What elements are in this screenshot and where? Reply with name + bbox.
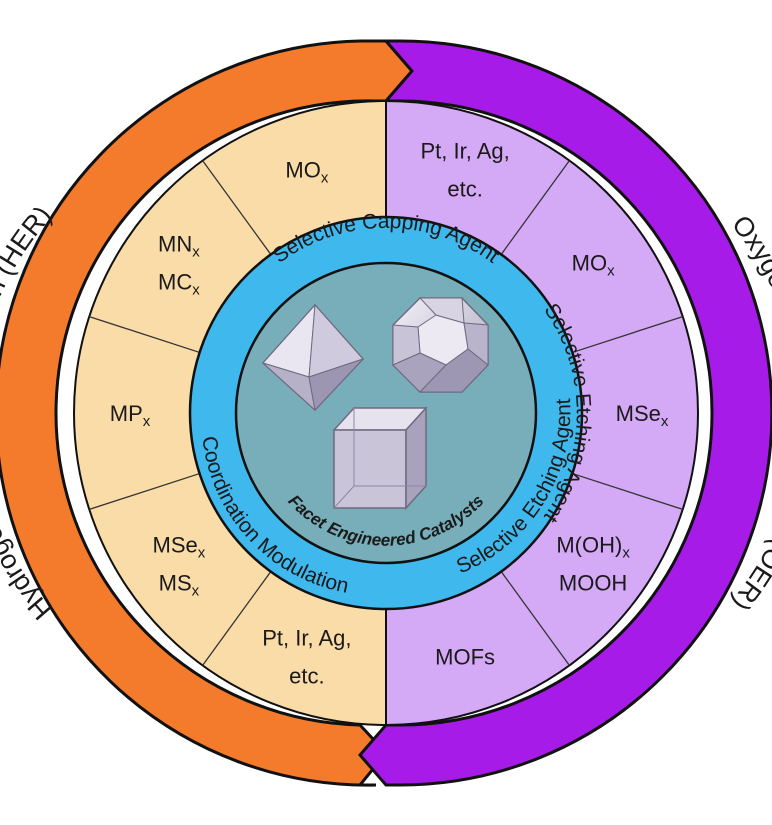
- her-segment-label: MSex: [153, 532, 206, 561]
- oer-segment-label: MOOH: [559, 570, 627, 595]
- segment-divider: [500, 571, 570, 666]
- oer-segment-label: MSex: [616, 401, 669, 430]
- segment-divider: [572, 315, 683, 354]
- her-segment-label: MNx: [158, 232, 200, 261]
- oer-segment-label: Pt, Ir, Ag,: [420, 139, 509, 164]
- her-segment-label: MSx: [159, 570, 200, 599]
- her-segment-label: MOx: [285, 158, 328, 187]
- segment-divider: [572, 472, 683, 511]
- oer-arrow-band: [358, 39, 772, 787]
- her-segment-label: Pt, Ir, Ag,: [262, 625, 351, 650]
- segment-dividers: [89, 160, 683, 666]
- cube-icon: [332, 406, 428, 510]
- oer-segment-label: MOFs: [435, 644, 495, 669]
- oer-segment-label: M(OH)x: [556, 532, 630, 561]
- truncated-octahedron-icon: [392, 297, 489, 393]
- segment-divider: [89, 315, 200, 354]
- segment-divider: [202, 160, 272, 255]
- her-segment-label: MPx: [110, 401, 151, 430]
- octahedron-icon: [261, 303, 365, 412]
- oer-segment-label: MOx: [572, 251, 615, 280]
- her-arrow-band: [0, 39, 414, 787]
- oer-segment-label: etc.: [447, 177, 482, 202]
- segment-divider: [202, 571, 272, 666]
- segment-divider: [500, 160, 570, 255]
- her-segment-label: etc.: [289, 663, 324, 688]
- segment-divider: [89, 472, 200, 511]
- her-segment-label: MCx: [158, 270, 200, 299]
